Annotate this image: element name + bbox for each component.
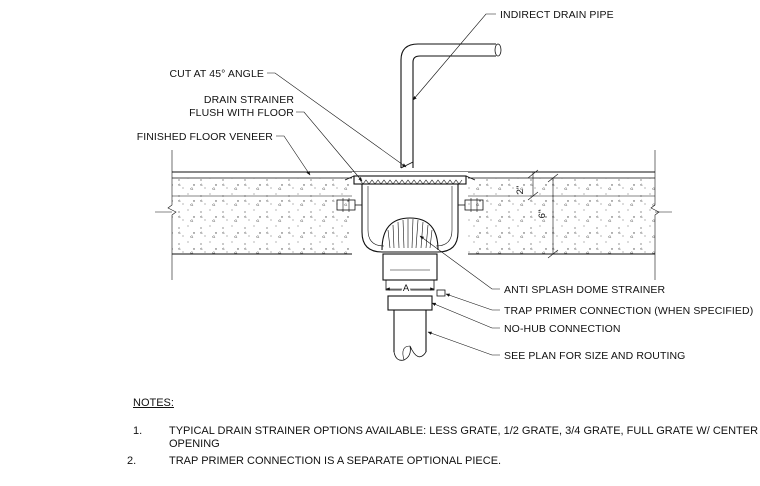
drain-outlet [382,253,446,297]
note-number: 1. [133,425,143,437]
dimension-6in-label: 6" [537,210,548,219]
leader-lines [267,13,500,356]
dimension-marks [527,169,559,259]
dimension-a-label: A [403,283,410,294]
dome-strainer [381,217,439,251]
note-text: TRAP PRIMER CONNECTION IS A SEPARATE OPT… [169,455,502,467]
dimension-2in-label: 2" [515,186,526,195]
callout-finished-floor-veneer: FINISHED FLOOR VENEER [137,131,274,143]
callout-trap-primer: TRAP PRIMER CONNECTION (WHEN SPECIFIED) [504,305,753,317]
callout-indirect-drain-pipe: INDIRECT DRAIN PIPE [500,9,614,21]
callout-see-plan: SEE PLAN FOR SIZE AND ROUTING [504,350,685,362]
note-item-1: 1. TYPICAL DRAIN STRAINER OPTIONS AVAILA… [133,425,758,453]
notes-heading: NOTES: [133,397,174,409]
note-text: TYPICAL DRAIN STRAINER OPTIONS AVAILABLE… [169,425,759,450]
callout-anti-splash: ANTI SPLASH DOME STRAINER [504,284,666,296]
callout-no-hub: NO-HUB CONNECTION [504,323,621,335]
note-number: 2. [127,455,137,467]
no-hub-pipe [387,295,433,361]
drain-body [336,175,484,253]
callout-drain-strainer-line2: FLUSH WITH FLOOR [189,107,294,119]
callout-cut-at-45: CUT AT 45° ANGLE [169,68,264,80]
note-item-2: 2. TRAP PRIMER CONNECTION IS A SEPARATE … [127,455,747,469]
indirect-drain-pipe [400,43,502,169]
callout-drain-strainer-line1: DRAIN STRAINER [204,94,294,106]
